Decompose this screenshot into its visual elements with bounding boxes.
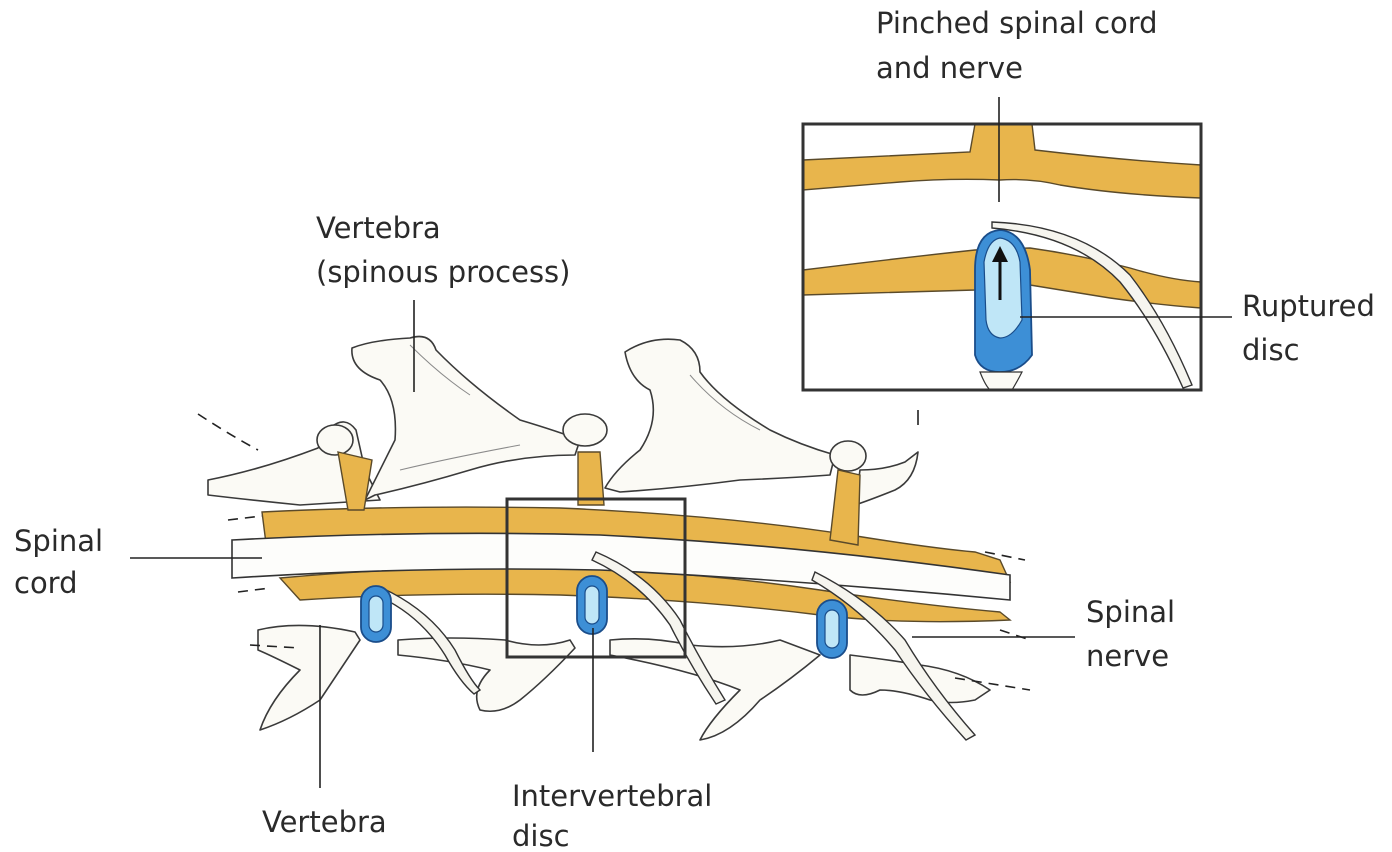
label-ruptured-line1: Ruptured: [1242, 289, 1375, 323]
label-intervertebral-line2: disc: [512, 819, 570, 852]
canal-column-2: [578, 452, 604, 505]
vertebral-body-2: [398, 638, 575, 711]
left-outline-dashes: [198, 414, 258, 450]
vertebra-3-spinous-process: [605, 339, 835, 492]
label-ruptured-line2: disc: [1242, 333, 1300, 367]
canal-column-3: [830, 470, 860, 545]
intervertebral-disc-3: [817, 600, 847, 658]
label-vertebra-spinous-line2: (spinous process): [316, 255, 570, 289]
articular-process-3: [830, 441, 866, 471]
label-spinal-nerve-line2: nerve: [1086, 639, 1169, 673]
label-intervertebral-line1: Intervertebral: [512, 779, 712, 813]
articular-process-2: [563, 414, 607, 446]
label-pinched-line2: and nerve: [876, 51, 1023, 85]
label-spinal-nerve-line1: Spinal: [1086, 595, 1175, 629]
label-vertebra-bottom: Vertebra: [262, 805, 387, 839]
label-spinal-cord-line2: cord: [14, 566, 78, 600]
intervertebral-disc-2: [577, 576, 607, 634]
label-pinched-line1: Pinched spinal cord: [876, 6, 1158, 40]
cord-dash: [238, 588, 270, 592]
cord-dash: [1000, 630, 1030, 640]
articular-process-1: [317, 425, 353, 455]
inset-detail: [803, 124, 1201, 390]
vertebral-body-1: [258, 625, 360, 730]
label-spinal-cord-line1: Spinal: [14, 524, 103, 558]
vertebra-2-spinous-process: [352, 337, 580, 501]
cord-dash: [228, 516, 262, 520]
spine-illustration: [198, 337, 1030, 741]
intervertebral-disc-1: [361, 586, 391, 642]
label-vertebra-spinous-line1: Vertebra: [316, 211, 441, 245]
